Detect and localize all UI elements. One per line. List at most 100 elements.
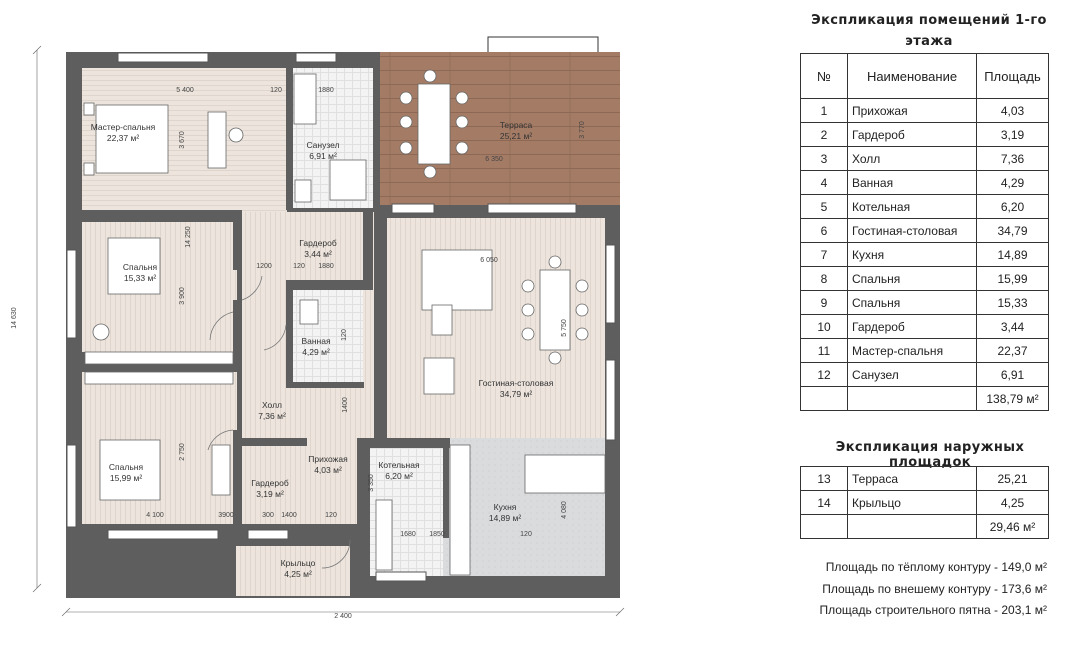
- dimension-label: 3900: [218, 512, 234, 519]
- room-name-label: Спальня: [109, 462, 144, 472]
- dimension-label: 120: [270, 87, 282, 94]
- rooms-name-cell: Спальня: [847, 266, 977, 291]
- col-name: Наименование: [847, 53, 977, 99]
- room-area-label: 4,03 м²: [314, 465, 342, 475]
- rooms-number-cell: 10: [800, 314, 848, 339]
- dimension-label: 5 750: [561, 319, 568, 337]
- room-area-label: 4,29 м²: [302, 347, 330, 357]
- outdoor-name-cell: Терраса: [847, 466, 977, 491]
- outdoor-number-cell: 13: [800, 466, 848, 491]
- rooms-number-cell: 3: [800, 146, 848, 171]
- rooms-number-cell: 2: [800, 122, 848, 147]
- rooms-name-cell: Гостиная-столовая: [847, 218, 977, 243]
- dimension-label: 4 100: [146, 512, 164, 519]
- dimension-label: 5 400: [176, 87, 194, 94]
- rooms-area-cell: 4,03: [976, 98, 1049, 123]
- rooms-number-cell: 4: [800, 170, 848, 195]
- room-name-label: Крыльцо: [281, 558, 316, 568]
- note-warm-contour: Площадь по тёплому контуру - 149,0 м²: [825, 560, 1047, 574]
- explication-panel: Экспликация помещений 1-го этажа № Наиме…: [790, 0, 1083, 651]
- room-area-label: 3,19 м²: [256, 489, 284, 499]
- room-name-label: Холл: [262, 400, 282, 410]
- dimension-label: 1850: [429, 531, 445, 538]
- rooms-area-cell: 7,36: [976, 146, 1049, 171]
- room-area-label: 4,25 м²: [284, 569, 312, 579]
- rooms-area-cell: 14,89: [976, 242, 1049, 267]
- rooms-number-cell: 8: [800, 266, 848, 291]
- room-area-label: 34,79 м²: [500, 389, 532, 399]
- dimension-label: 1400: [342, 397, 349, 413]
- rooms-area-cell: 34,79: [976, 218, 1049, 243]
- dimension-label: 6 350: [485, 156, 503, 163]
- rooms-area-cell: 4,29: [976, 170, 1049, 195]
- rooms-number-cell: 7: [800, 242, 848, 267]
- rooms-name-cell: Санузел: [847, 362, 977, 387]
- rooms-number-cell: 9: [800, 290, 848, 315]
- dimension-label: 4 080: [561, 501, 568, 519]
- room-name-label: Гостиная-столовая: [479, 378, 554, 388]
- room-name-label: Кухня: [494, 502, 517, 512]
- dimension-label: 1200: [256, 263, 272, 270]
- room-area-label: 15,99 м²: [110, 473, 142, 483]
- rooms-number-cell: 5: [800, 194, 848, 219]
- room-area-label: 7,36 м²: [258, 411, 286, 421]
- room-name-label: Прихожая: [308, 454, 348, 464]
- rooms-name-cell: Гардероб: [847, 122, 977, 147]
- outdoor-total-row: 29,46 м²: [800, 514, 1049, 539]
- outdoor-number-cell: 14: [800, 490, 848, 515]
- col-area: Площадь: [976, 53, 1049, 99]
- outdoor-area-cell: 4,25: [976, 490, 1049, 515]
- rooms-area-cell: 3,44: [976, 314, 1049, 339]
- room-name-label: Терраса: [500, 120, 533, 130]
- room-area-label: 15,33 м²: [124, 273, 156, 283]
- dimension-label: 120: [325, 512, 337, 519]
- dimension-label: 120: [520, 531, 532, 538]
- rooms-name-cell: Мастер-спальня: [847, 338, 977, 363]
- rooms-number-cell: 1: [800, 98, 848, 123]
- rooms-name-cell: Спальня: [847, 290, 977, 315]
- rooms-total-row: 138,79 м²: [800, 386, 1049, 411]
- rooms-table-title: Экспликация помещений 1-го этажа: [811, 13, 1047, 49]
- note-outer-contour: Площадь по внешему контуру - 173,6 м²: [822, 582, 1047, 596]
- rooms-number-cell: 6: [800, 218, 848, 243]
- room-name-label: Гардероб: [299, 238, 337, 248]
- dimension-label: 300: [262, 512, 274, 519]
- dimension-label: 1400: [281, 512, 297, 519]
- room-name-label: Ванная: [301, 336, 331, 346]
- rooms-name-cell: Котельная: [847, 194, 977, 219]
- room-area-label: 25,21 м²: [500, 131, 532, 141]
- dimension-label: 3 350: [368, 474, 375, 492]
- rooms-area-cell: 6,20: [976, 194, 1049, 219]
- room-name-label: Котельная: [378, 460, 420, 470]
- dimension-label: 2 750: [179, 443, 186, 461]
- dimension-label: 3 670: [179, 131, 186, 149]
- col-number: №: [800, 53, 848, 99]
- rooms-area-cell: 6,91: [976, 362, 1049, 387]
- room-area-label: 14,89 м²: [489, 513, 521, 523]
- rooms-number-cell: 11: [800, 338, 848, 363]
- rooms-table-header: № Наименование Площадь: [800, 53, 1049, 99]
- room-name-label: Санузел: [306, 140, 339, 150]
- dimension-label: 3 770: [579, 121, 586, 139]
- dimension-label: 14 630: [11, 307, 18, 329]
- rooms-number-cell: 12: [800, 362, 848, 387]
- rooms-area-cell: 3,19: [976, 122, 1049, 147]
- outdoor-area-cell: 25,21: [976, 466, 1049, 491]
- dimension-label: 2 400: [334, 613, 352, 620]
- room-name-label: Спальня: [123, 262, 158, 272]
- dimension-label: 1880: [318, 87, 334, 94]
- rooms-name-cell: Кухня: [847, 242, 977, 267]
- room-area-label: 3,44 м²: [304, 249, 332, 259]
